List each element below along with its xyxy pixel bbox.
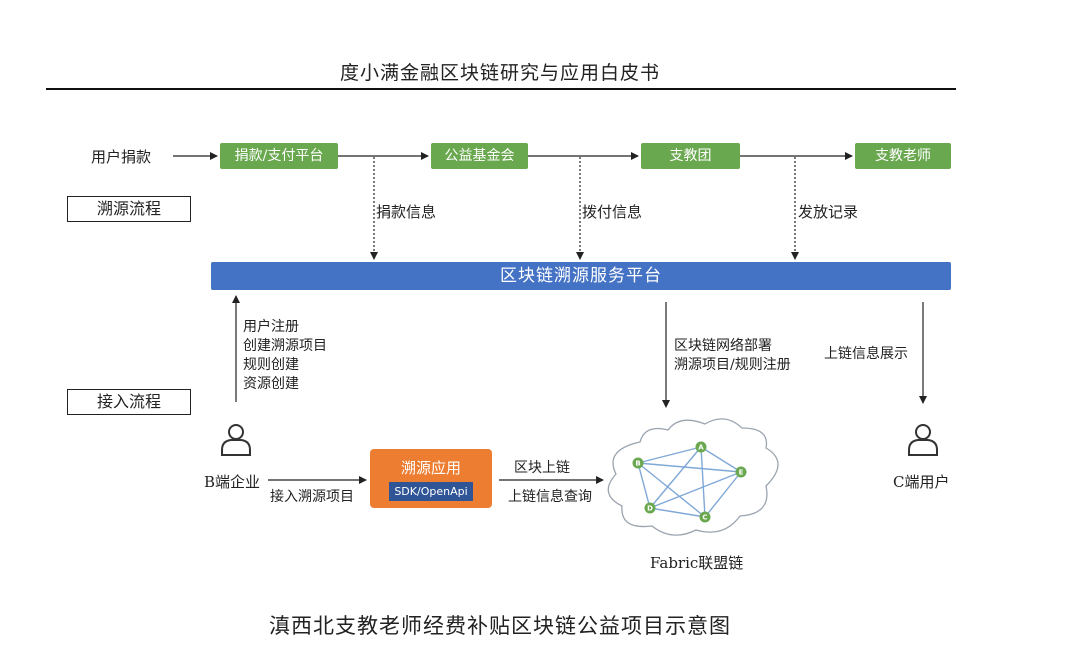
cloud-icon <box>607 418 779 536</box>
network-node <box>644 502 656 514</box>
donation-info-label: 捐款信息 <box>376 203 437 221</box>
node-label: B <box>635 460 640 468</box>
trace-section-label: 溯源流程 <box>67 196 191 222</box>
access-section-label: 接入流程 <box>67 389 191 415</box>
network-node <box>735 466 747 478</box>
user-icon <box>908 424 938 456</box>
network-node <box>695 441 707 453</box>
disbursement-info-label: 拨付信息 <box>582 203 643 221</box>
node-label: D <box>647 505 653 513</box>
network-node <box>699 511 711 523</box>
teacher-box: 支教老师 <box>855 143 951 169</box>
onchain-query-label: 上链信息查询 <box>508 489 592 505</box>
node-label: A <box>698 444 704 452</box>
teaching-team-box: 支教团 <box>641 143 740 169</box>
register-step-label: 用户注册 <box>243 319 299 335</box>
create-project-step-label: 创建溯源项目 <box>243 338 327 354</box>
c-user-label: C端用户 <box>893 473 950 491</box>
donation-start-label: 用户捐款 <box>91 148 152 166</box>
trace-application-title: 溯源应用 <box>400 459 461 477</box>
charity-foundation-box: 公益基金会 <box>431 143 528 169</box>
header-divider <box>46 88 956 90</box>
network-nodes <box>632 441 747 523</box>
network-node <box>632 457 644 469</box>
create-rule-step-label: 规则创建 <box>243 357 299 373</box>
onchain-display-label: 上链信息展示 <box>824 346 908 362</box>
document-header-title: 度小满金融区块链研究与应用白皮书 <box>339 62 660 84</box>
project-rule-register-label: 溯源项目/规则注册 <box>674 357 791 373</box>
access-project-label: 接入溯源项目 <box>270 489 354 505</box>
fabric-network-label: Fabric联盟链 <box>650 554 744 572</box>
block-onchain-label: 区块上链 <box>514 460 570 476</box>
release-record-label: 发放记录 <box>798 203 859 221</box>
node-label: C <box>702 514 707 522</box>
network-deploy-label: 区块链网络部署 <box>674 338 772 354</box>
user-icon <box>221 424 251 456</box>
payment-platform-box: 捐款/支付平台 <box>220 143 338 169</box>
b-enterprise-label: B端企业 <box>204 473 261 491</box>
node-label: E <box>739 469 744 477</box>
network-edges <box>637 446 742 518</box>
sdk-openapi-badge: SDK/OpenApi <box>389 482 473 501</box>
blockchain-trace-platform: 区块链溯源服务平台 <box>211 262 951 290</box>
create-resource-step-label: 资源创建 <box>243 376 299 392</box>
trace-application-box: 溯源应用 SDK/OpenApi <box>370 449 492 508</box>
figure-caption: 滇西北支教老师经费补贴区块链公益项目示意图 <box>269 614 731 638</box>
